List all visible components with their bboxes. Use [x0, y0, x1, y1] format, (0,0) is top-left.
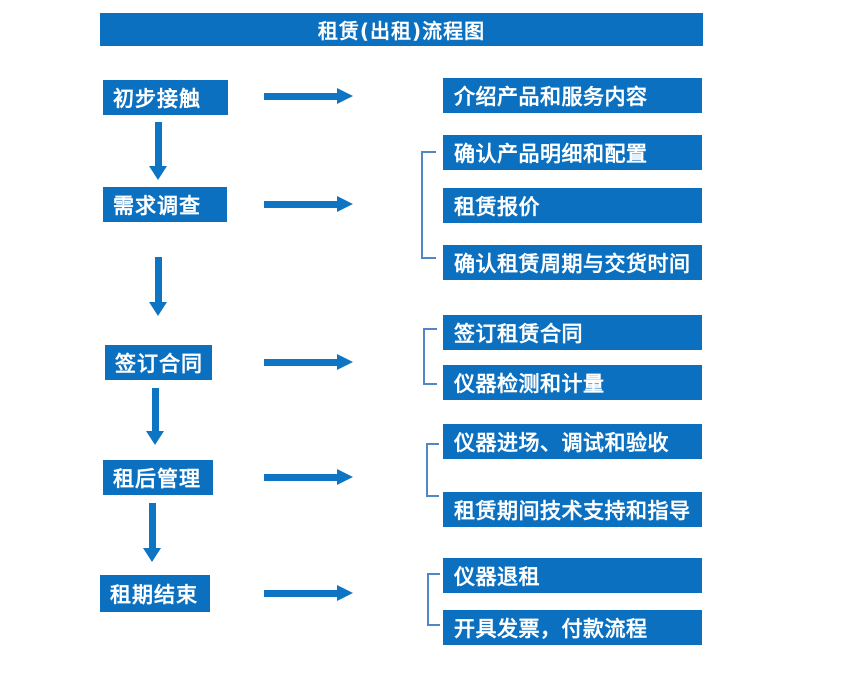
detail-label: 确认产品明细和配置: [454, 141, 648, 166]
group-bracket-demand-survey: [421, 151, 436, 259]
arrow-head: [146, 431, 164, 445]
arrow-shaft: [155, 122, 162, 166]
arrow-right-icon: [264, 196, 353, 212]
stage-box-demand-survey: 需求调查: [103, 187, 227, 222]
stage-box-initial-contact: 初步接触: [103, 80, 228, 115]
arrow-shaft: [264, 590, 337, 597]
stage-box-post-rental-management: 租后管理: [103, 460, 213, 495]
detail-box-introduce-products: 介绍产品和服务内容: [443, 78, 702, 113]
detail-label: 签订租赁合同: [454, 321, 583, 346]
arrow-down-icon: [149, 122, 167, 180]
stage-label: 租期结束: [110, 582, 198, 607]
arrow-shaft: [264, 93, 337, 100]
page-title: 租赁(出租)流程图: [317, 19, 486, 43]
group-bracket-post-rental: [426, 443, 439, 497]
arrow-shaft: [155, 257, 162, 302]
arrow-head: [149, 166, 167, 180]
stage-label: 初步接触: [113, 86, 201, 111]
arrow-head: [337, 88, 353, 104]
arrow-head: [149, 302, 167, 316]
detail-label: 仪器进场、调试和验收: [454, 430, 669, 455]
detail-box-rental-quote: 租赁报价: [443, 188, 702, 223]
arrow-head: [337, 585, 353, 601]
arrow-shaft: [264, 474, 337, 481]
arrow-down-icon: [146, 388, 164, 445]
arrow-down-icon: [149, 257, 167, 316]
detail-box-tech-support: 租赁期间技术支持和指导: [443, 492, 702, 527]
arrow-right-icon: [264, 585, 353, 601]
detail-box-instrument-return: 仪器退租: [443, 558, 702, 593]
stage-label: 签订合同: [115, 351, 203, 376]
group-bracket-sign-contract: [423, 328, 437, 385]
arrow-head: [337, 196, 353, 212]
stage-label: 租后管理: [113, 466, 201, 491]
arrow-shaft: [152, 388, 159, 431]
detail-label: 确认租赁周期与交货时间: [454, 251, 691, 276]
detail-box-instrument-setup-acceptance: 仪器进场、调试和验收: [443, 424, 702, 459]
arrow-head: [337, 469, 353, 485]
arrow-down-icon: [143, 503, 161, 562]
detail-box-confirm-product-details: 确认产品明细和配置: [443, 135, 702, 170]
stage-label: 需求调查: [113, 193, 201, 218]
arrow-shaft: [264, 201, 337, 208]
group-bracket-rental-end: [427, 573, 440, 626]
detail-label: 开具发票，付款流程: [454, 616, 648, 641]
detail-box-instrument-testing: 仪器检测和计量: [443, 365, 702, 400]
detail-box-sign-rental-contract: 签订租赁合同: [443, 315, 702, 350]
arrow-shaft: [264, 359, 337, 366]
arrow-head: [143, 548, 161, 562]
detail-box-invoice-payment: 开具发票，付款流程: [443, 610, 702, 645]
detail-label: 租赁报价: [454, 194, 540, 219]
detail-label: 介绍产品和服务内容: [454, 84, 648, 109]
stage-box-rental-end: 租期结束: [100, 575, 210, 612]
detail-box-confirm-period-delivery: 确认租赁周期与交货时间: [443, 245, 702, 280]
detail-label: 租赁期间技术支持和指导: [454, 498, 691, 523]
arrow-right-icon: [264, 354, 353, 370]
detail-label: 仪器检测和计量: [454, 371, 605, 396]
arrow-right-icon: [264, 469, 353, 485]
arrow-head: [337, 354, 353, 370]
title-bar: 租赁(出租)流程图: [100, 13, 703, 46]
stage-box-sign-contract: 签订合同: [105, 345, 212, 380]
arrow-shaft: [149, 503, 156, 548]
arrow-right-icon: [264, 88, 353, 104]
detail-label: 仪器退租: [454, 564, 540, 589]
